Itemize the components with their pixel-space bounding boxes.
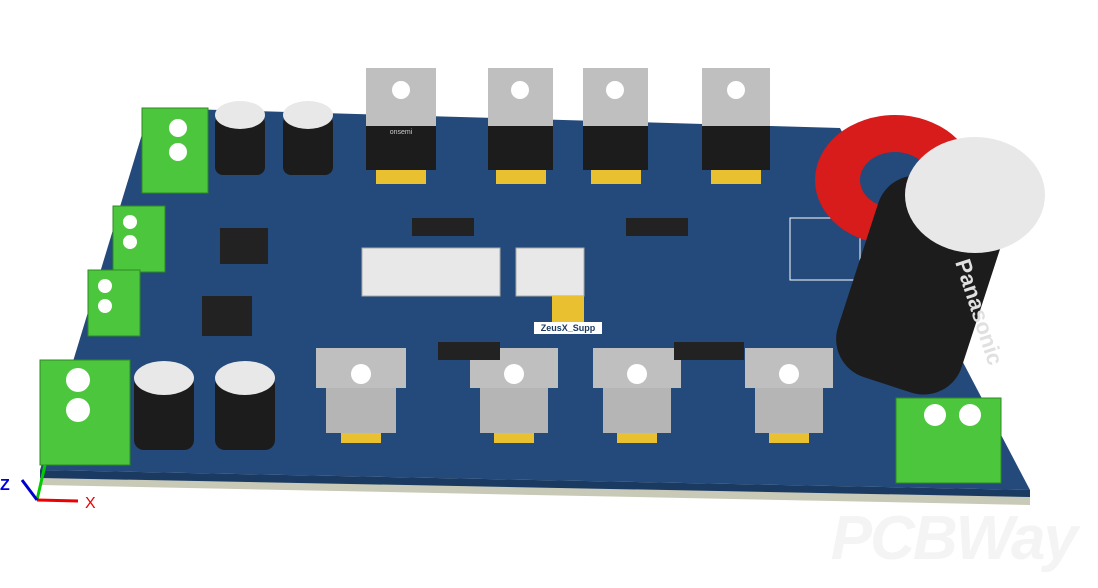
small-capacitors: [134, 101, 333, 450]
ics: [202, 218, 744, 360]
axis-x-label: X: [85, 495, 96, 512]
axis-z-label: Z: [0, 477, 10, 494]
watermark: PCBWay: [830, 504, 1078, 573]
transistor-brand: onsemi: [390, 129, 413, 136]
silkscreen-label: ZeusX_Supp: [541, 323, 596, 333]
bottom-transistors: [316, 348, 833, 443]
board-edge-side: [40, 470, 1030, 497]
top-transistors: onsemi: [366, 68, 770, 184]
silkscreen-label-box: [534, 322, 602, 334]
pin-headers: [361, 247, 585, 322]
silkscreen-outline: [789, 217, 861, 281]
terminal-screws: [66, 119, 981, 426]
axis-gizmo: Z X: [0, 464, 96, 512]
